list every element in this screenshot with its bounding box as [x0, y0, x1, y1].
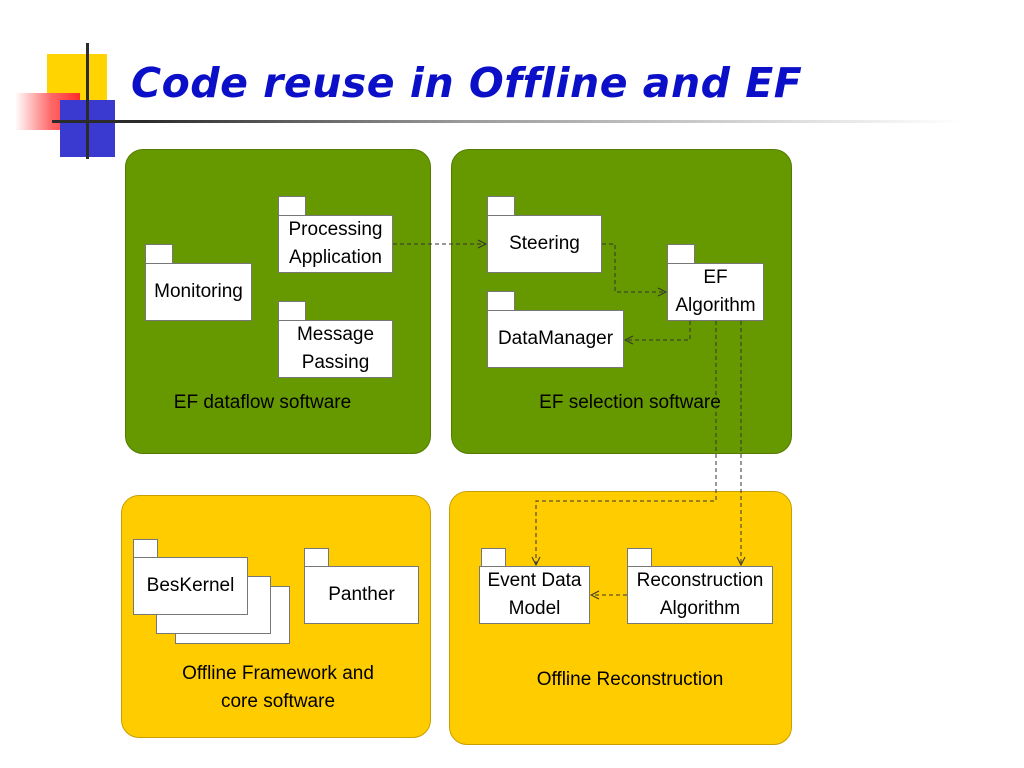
- caption-offline-reconstruction: Offline Reconstruction: [536, 669, 724, 690]
- package-ef-algorithm: EF Algorithm: [667, 263, 764, 321]
- package-event-data-model: Event Data Model: [479, 566, 590, 624]
- title-underline: [52, 120, 962, 123]
- package-beskernel: BesKernel: [133, 557, 248, 615]
- caption-ef-dataflow: EF dataflow software: [173, 392, 352, 413]
- package-reconstruction-algorithm: Reconstruction Algorithm: [627, 566, 773, 624]
- decor-vertical-rule: [86, 43, 89, 159]
- package-steering: Steering: [487, 215, 602, 273]
- package-processing-application: Processing Application: [278, 215, 393, 273]
- package-tab: [145, 244, 173, 264]
- slide-title: Code reuse in Offline and EF: [131, 59, 803, 107]
- caption-ef-selection: EF selection software: [539, 392, 721, 413]
- package-tab: [487, 196, 515, 216]
- package-tab: [667, 244, 695, 264]
- package-tab: [627, 548, 652, 568]
- caption-offline-framework: Offline Framework and core software: [182, 663, 374, 712]
- package-panther: Panther: [304, 566, 419, 624]
- package-tab: [487, 291, 515, 311]
- package-data-manager: DataManager: [487, 310, 624, 368]
- package-message-passing: Message Passing: [278, 320, 393, 378]
- package-tab: [278, 301, 306, 321]
- package-tab: [481, 548, 506, 568]
- package-monitoring: Monitoring: [145, 263, 252, 321]
- package-tab: [278, 196, 306, 216]
- package-tab: [304, 548, 329, 568]
- package-tab: [133, 539, 158, 559]
